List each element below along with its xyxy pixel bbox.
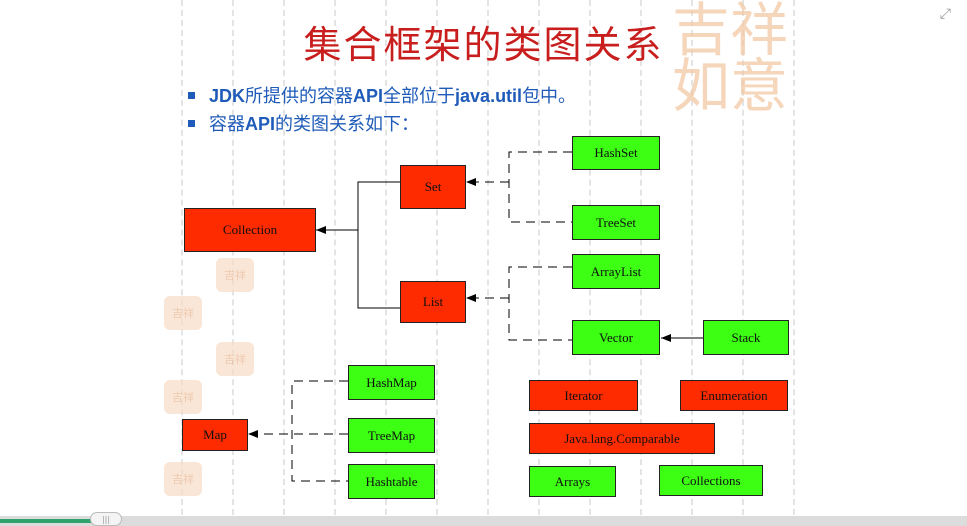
- bullet-text: 所提供的容器: [245, 86, 354, 107]
- background-line: [283, 0, 285, 515]
- bullet-text: 容器: [209, 114, 245, 135]
- background-line: [538, 0, 540, 515]
- vector-box: Vector: [572, 320, 660, 355]
- bullet-keyword: JDK: [209, 86, 246, 106]
- decorative-stamp: 吉祥: [164, 462, 202, 496]
- bullet-keyword: API: [245, 114, 276, 134]
- treeset-box: TreeSet: [572, 205, 660, 240]
- background-line: [742, 0, 744, 515]
- watermark-seal: 吉祥如意: [672, 0, 789, 120]
- background-line: [232, 0, 234, 515]
- background-line: [793, 0, 795, 515]
- bullet-square-icon: [188, 91, 195, 99]
- bullet-text: 全部位于: [383, 86, 456, 107]
- decorative-stamp: 吉祥: [164, 380, 202, 414]
- treemap-box: TreeMap: [348, 418, 435, 453]
- enumeration-box: Enumeration: [680, 380, 788, 411]
- bullet-square-icon: [188, 119, 195, 127]
- slide-title: 集合框架的类图关系: [303, 23, 664, 67]
- background-line: [436, 0, 438, 515]
- background-line: [487, 0, 489, 515]
- decorative-stamp: 吉祥: [216, 342, 254, 376]
- bullet-keyword: API: [353, 86, 384, 106]
- background-line: [385, 0, 387, 515]
- bullet-item: 容器API的类图关系如下：: [188, 110, 419, 136]
- hashmap-box: HashMap: [348, 365, 435, 400]
- background-line: [334, 0, 336, 515]
- decorative-stamp: 吉祥: [216, 258, 254, 292]
- background-line: [691, 0, 693, 515]
- hashtable-box: Hashtable: [348, 464, 435, 499]
- expand-icon[interactable]: ⤢: [939, 6, 951, 22]
- background-line: [181, 0, 183, 515]
- progress-fill: [0, 519, 97, 523]
- arraylist-box: ArrayList: [572, 254, 660, 289]
- bullet-text: 包中。: [522, 86, 577, 107]
- bullet-text: 的类图关系如下：: [275, 114, 420, 135]
- grip-icon[interactable]: |||: [90, 512, 122, 526]
- inheritance-lines: [316, 181, 703, 342]
- arrays-box: Arrays: [529, 466, 616, 497]
- decorative-stamp: 吉祥: [164, 296, 202, 330]
- list-box: List: [400, 281, 466, 323]
- collections-box: Collections: [659, 465, 763, 496]
- collection-box: Collection: [184, 208, 316, 252]
- hashset-box: HashSet: [572, 136, 660, 170]
- iterator-box: Iterator: [529, 380, 638, 411]
- set-box: Set: [400, 165, 466, 209]
- stack-box: Stack: [703, 320, 789, 355]
- bullet-keyword: java.util: [455, 86, 523, 106]
- comparable-box: Java.lang.Comparable: [529, 423, 715, 454]
- bullet-item: JDK所提供的容器API全部位于java.util包中。: [188, 82, 576, 108]
- map-box: Map: [182, 419, 248, 451]
- implementation-lines: [248, 151, 572, 482]
- progress-track[interactable]: [0, 516, 967, 526]
